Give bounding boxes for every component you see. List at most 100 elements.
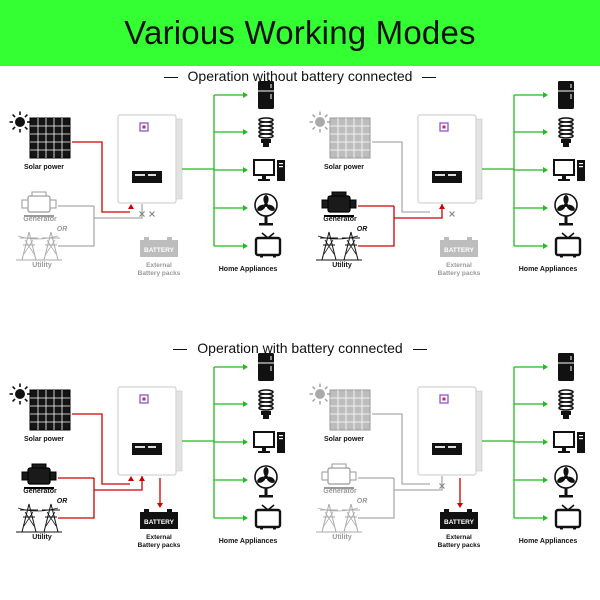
or-label: OR <box>57 226 68 233</box>
fridge-icon <box>558 353 574 381</box>
solar-connection-line <box>372 141 430 213</box>
generator-icon <box>321 463 357 489</box>
fan-icon <box>554 465 578 498</box>
battery-text: BATTERY <box>144 247 175 254</box>
arrow-head <box>543 477 548 483</box>
panel-no-battery-utility: Solar powerGeneratorORUtilityBATTERYExte… <box>309 81 585 277</box>
inverter-unit <box>117 386 183 476</box>
arrow-head <box>543 167 548 173</box>
heading-dash-right <box>412 348 427 350</box>
heading-dash-right <box>422 76 437 78</box>
utility-pylon-icon <box>16 231 62 261</box>
utility-connection-line <box>358 476 443 519</box>
disconnect-x-mark <box>439 483 445 489</box>
generator-label: Generator <box>23 216 57 223</box>
battery-icon: BATTERY <box>140 509 178 529</box>
disconnect-x-mark <box>149 211 155 217</box>
solar-power-label: Solar power <box>24 436 64 443</box>
lcd-display <box>132 443 162 455</box>
utility-label: Utility <box>332 534 352 541</box>
arrow-head <box>243 92 248 98</box>
fridge-icon <box>558 81 574 109</box>
computer-icon <box>253 159 285 181</box>
or-label: OR <box>57 498 68 505</box>
arrow-head <box>243 439 248 445</box>
generator-label: Generator <box>323 488 357 495</box>
lcd-display <box>132 171 162 183</box>
arrow-head <box>243 401 248 407</box>
utility-label: Utility <box>332 262 352 269</box>
arrow-head <box>243 243 248 249</box>
arrow-head <box>139 476 145 481</box>
fridge-icon <box>258 353 274 381</box>
arrow-head <box>543 92 548 98</box>
tv-icon <box>554 504 582 530</box>
lcd-display <box>432 171 462 183</box>
external-battery-label: Battery packs <box>438 270 481 277</box>
external-battery-label: External <box>446 534 472 541</box>
section-heading-with-battery: Operation with battery connected <box>0 340 600 356</box>
arrow-head <box>243 205 248 211</box>
or-label: OR <box>357 498 368 505</box>
battery-text: BATTERY <box>444 247 475 254</box>
external-battery-label: External <box>146 262 172 269</box>
fridge-icon <box>258 81 274 109</box>
arrow-head <box>128 476 134 481</box>
battery-text: BATTERY <box>144 519 175 526</box>
home-appliances-label: Home Appliances <box>519 266 578 273</box>
solar-panel-icon <box>29 389 71 431</box>
arrow-head <box>543 205 548 211</box>
inverter-unit <box>117 114 183 204</box>
home-appliances-label: Home Appliances <box>519 538 578 545</box>
heading-dash-left <box>163 76 178 78</box>
solar-connection-line <box>72 413 130 485</box>
battery-text: BATTERY <box>444 519 475 526</box>
arrow-head <box>243 477 248 483</box>
arrow-head <box>128 204 134 209</box>
external-battery-label: External <box>146 534 172 541</box>
lcd-display <box>432 443 462 455</box>
solar-panel-icon <box>29 117 71 159</box>
home-appliances-label: Home Appliances <box>219 266 278 273</box>
arrow-head <box>157 503 163 508</box>
page-title: Various Working Modes <box>124 14 476 51</box>
panel-no-battery-solar: Solar powerGeneratorORUtilityBATTERYExte… <box>9 81 285 277</box>
arrow-head <box>543 129 548 135</box>
section-heading-text: Operation without battery connected <box>187 68 413 84</box>
light-bulb-icon <box>558 117 574 147</box>
arrow-head <box>543 243 548 249</box>
sun-icon <box>309 111 331 133</box>
generator-icon <box>21 463 57 489</box>
arrow-head <box>457 503 463 508</box>
generator-icon <box>321 191 357 217</box>
fan-icon <box>254 193 278 226</box>
inverter-unit <box>417 386 483 476</box>
external-battery-label: Battery packs <box>438 542 481 549</box>
tv-icon <box>254 504 282 530</box>
solar-panel-icon <box>329 117 371 159</box>
fan-icon <box>554 193 578 226</box>
utility-pylon-icon <box>16 503 62 533</box>
arrow-head <box>243 515 248 521</box>
battery-icon: BATTERY <box>440 509 478 529</box>
arrow-head <box>243 167 248 173</box>
external-battery-label: Battery packs <box>138 542 181 549</box>
utility-connection-line <box>58 204 143 247</box>
generator-label: Generator <box>23 488 57 495</box>
generator-label: Generator <box>323 216 357 223</box>
fan-icon <box>254 465 278 498</box>
arrow-head <box>243 364 248 370</box>
solar-panel-icon <box>329 389 371 431</box>
solar-power-label: Solar power <box>324 164 364 171</box>
generator-icon <box>21 191 57 217</box>
battery-icon: BATTERY <box>140 237 178 257</box>
or-label: OR <box>357 226 368 233</box>
disconnect-x-mark <box>139 211 145 217</box>
utility-connection-line <box>58 476 143 519</box>
utility-label: Utility <box>32 262 52 269</box>
light-bulb-icon <box>558 389 574 419</box>
panel-battery-utility: Solar powerGeneratorORUtilityBATTERYExte… <box>309 353 585 549</box>
computer-icon <box>553 431 585 453</box>
sun-icon <box>309 383 331 405</box>
